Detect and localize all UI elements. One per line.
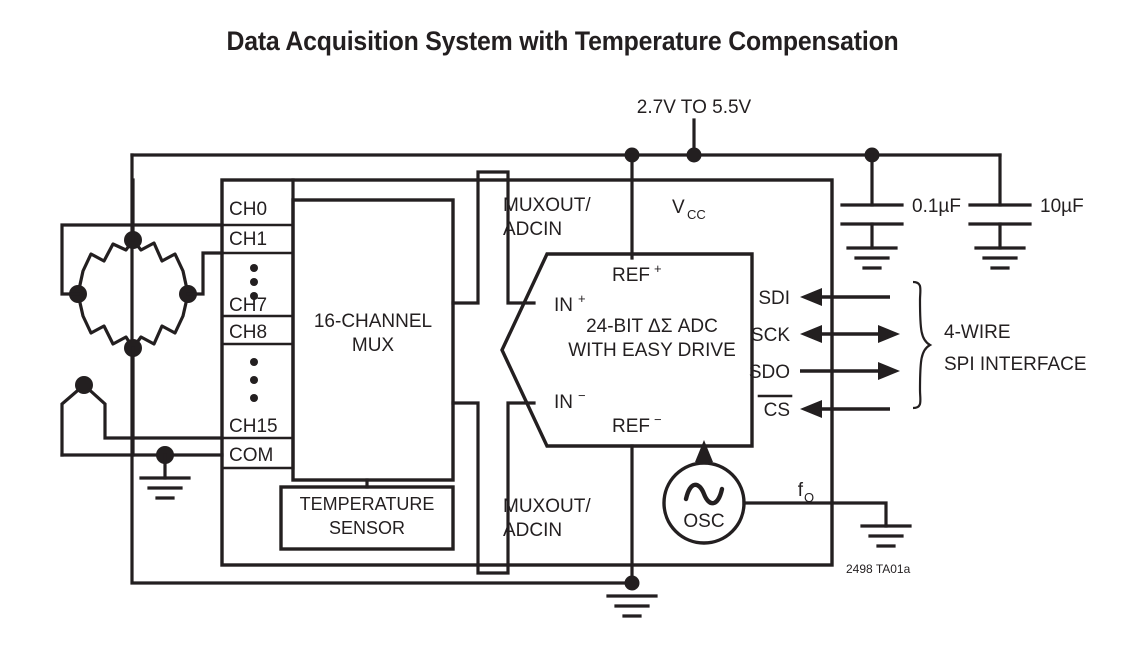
- muxout-top-label-line1: MUXOUT/: [503, 195, 591, 216]
- fo-pin-label: f: [798, 480, 804, 501]
- adc-pin-labels: REF + REF − IN + IN −: [554, 261, 662, 437]
- adc-label-line1: 24-BIT ΔΣ ADC: [586, 316, 718, 337]
- bridge-resistor-top-right: [131, 238, 190, 296]
- muxout-top-label-line2: ADCIN: [503, 219, 562, 240]
- ground-symbol-com: [139, 476, 191, 500]
- temp-sensor-label-line1: TEMPERATURE: [300, 494, 435, 514]
- spi-pin-label-sck: SCK: [751, 325, 790, 346]
- spi-pin-label-sdi: SDI: [758, 288, 790, 309]
- bridge-resistor-bottom-right: [131, 292, 190, 350]
- capacitor-c2-label: 10µF: [1040, 196, 1084, 217]
- channel-pin-column: CH0 CH1 CH7 CH8 CH15 COM: [220, 178, 295, 470]
- ground-symbol-bottom: [606, 594, 658, 618]
- bridge-resistor-bottom-left: [76, 292, 135, 350]
- spi-pin-label-cs: CS: [764, 400, 790, 421]
- muxout-adcin-bottom-group: MUXOUT/ ADCIN: [451, 401, 591, 575]
- ground-symbol-c1: [846, 246, 898, 270]
- spi-arrow-sdi: [800, 288, 890, 306]
- ground-symbol-c2: [974, 246, 1026, 270]
- channel-label-ch0: CH0: [229, 199, 267, 220]
- supply-voltage-label: 2.7V TO 5.5V: [637, 97, 752, 118]
- ground-symbol-fo: [860, 524, 912, 548]
- adc-in-plus-label: IN: [554, 295, 573, 316]
- temp-sensor-label-line2: SENSOR: [329, 518, 405, 538]
- capacitor-c1-group: 0.1µF: [840, 153, 961, 270]
- muxout-bottom-label-line2: ADCIN: [503, 520, 562, 541]
- spi-bracket-label-line1: 4-WIRE: [944, 322, 1011, 343]
- adc-ref-minus-superscript: −: [654, 412, 662, 427]
- mux-label-line2: MUX: [352, 335, 395, 356]
- adc-in-minus-label: IN: [554, 392, 573, 413]
- muxout-adcin-bottom-jumper: [451, 401, 536, 575]
- sine-wave-icon: [683, 482, 725, 506]
- thermocouple-outline: [60, 382, 224, 457]
- vcc-pin-sublabel: CC: [687, 207, 706, 222]
- adc-in-plus-superscript: +: [578, 291, 586, 306]
- thermocouple-group: [60, 376, 224, 457]
- junction-dot-bottom-ground: [624, 575, 640, 591]
- channel-label-ch1: CH1: [229, 229, 267, 250]
- muxout-adcin-top-group: MUXOUT/ ADCIN: [451, 170, 591, 305]
- spi-bracket-group: 4-WIRE SPI INTERFACE: [912, 280, 1087, 410]
- spi-curly-brace: [912, 280, 933, 410]
- page-title: Data Acquisition System with Temperature…: [226, 26, 899, 56]
- bridge-resistor-top-left: [76, 238, 135, 296]
- mux-label-line1: 16-CHANNEL: [314, 311, 432, 332]
- adc-in-minus-superscript: −: [578, 388, 586, 403]
- oscillator-group: OSC: [662, 440, 834, 545]
- part-number-label: 2498 TA01a: [846, 562, 911, 576]
- fo-to-ground-wire: [830, 501, 888, 528]
- left-outer-wire: [130, 153, 634, 585]
- bridge-right-to-ch1-wire: [186, 251, 224, 296]
- adc-ref-plus-superscript: +: [654, 261, 662, 276]
- junction-dot-supply-input: [686, 147, 702, 163]
- channel-ellipsis-lower: [250, 358, 258, 402]
- channel-label-ch7: CH7: [229, 295, 267, 316]
- fo-pin-group: f O: [798, 480, 912, 548]
- supply-rail-group: 2.7V TO 5.5V: [130, 97, 1002, 163]
- fo-pin-sublabel: O: [804, 490, 814, 505]
- osc-to-adc-arrowhead: [695, 440, 713, 462]
- muxout-bottom-label-line1: MUXOUT/: [503, 496, 591, 517]
- channel-ellipsis-upper: [250, 264, 258, 300]
- mux-box: [291, 198, 455, 482]
- adc-label-line2: WITH EASY DRIVE: [568, 340, 736, 361]
- capacitor-c2-group: 10µF: [968, 153, 1084, 270]
- oscillator-label: OSC: [683, 511, 724, 532]
- wheatstone-bridge-group: [60, 178, 224, 457]
- bridge-left-to-ch0-wire: [60, 223, 224, 296]
- adc-ref-plus-label: REF: [612, 265, 650, 286]
- thermocouple-junction-dot: [75, 376, 93, 394]
- spi-arrow-sck: [800, 325, 900, 343]
- spi-arrow-sdo: [800, 362, 900, 380]
- channel-label-ch15: CH15: [229, 416, 278, 437]
- adc-ref-minus-label: REF: [612, 416, 650, 437]
- vcc-pin-label: V: [672, 197, 685, 218]
- muxout-adcin-top-jumper: [451, 170, 536, 305]
- spi-pins-group[interactable]: SDI SCK SDO CS: [749, 288, 900, 421]
- spi-bracket-label-line2: SPI INTERFACE: [944, 354, 1087, 375]
- channel-label-ch8: CH8: [229, 322, 267, 343]
- channel-label-com: COM: [229, 445, 273, 466]
- capacitor-c1-label: 0.1µF: [912, 196, 961, 217]
- spi-pin-label-sdo: SDO: [749, 362, 790, 383]
- spi-arrow-cs: [800, 400, 890, 418]
- adc-block: [500, 252, 754, 448]
